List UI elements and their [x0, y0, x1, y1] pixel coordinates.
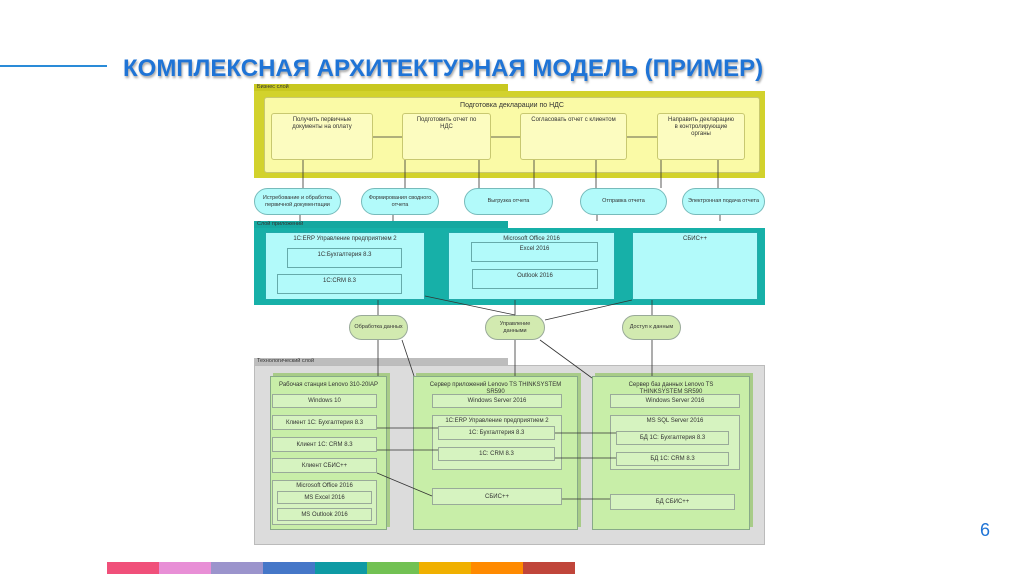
artifact: СБИС++ [432, 488, 562, 505]
slide-title: КОМПЛЕКСНАЯ АРХИТЕКТУРНАЯ МОДЕЛЬ (ПРИМЕР… [123, 55, 764, 82]
color-stripe [159, 562, 211, 574]
business-service: Выгрузка отчета [464, 188, 553, 215]
color-stripe [315, 562, 367, 574]
process-step: Согласовать отчет с клиентом [520, 113, 627, 160]
system-software: Windows Server 2016 [610, 394, 740, 408]
app-subcomponent: 1С:Бухгалтерия 8.3 [287, 248, 402, 268]
color-stripe [211, 562, 263, 574]
system-software: Windows 10 [272, 394, 377, 408]
erp-artifact: 1С:ERP Управление предприятием 2 [432, 415, 562, 470]
business-service: Отправка отчета [580, 188, 667, 215]
application-service: Обработка данных [349, 315, 408, 340]
process-step: Подготовить отчет по НДС [402, 113, 491, 160]
color-stripe [367, 562, 419, 574]
node-title: Рабочая станция Lenovo 310-20IAP [279, 382, 378, 388]
application-service: Доступ к данным [622, 315, 681, 340]
artifact: БД 1С: Бухгалтерия 8.3 [616, 431, 729, 445]
application-service: Управление данными [485, 315, 545, 340]
component-title: Microsoft Office 2016 [503, 236, 560, 242]
business-layer-label: Бизнес слой [254, 84, 508, 92]
artifact: 1С: Бухгалтерия 8.3 [438, 426, 555, 440]
component-title: СБИС++ [683, 236, 707, 242]
business-service: Электронная подача отчета [682, 188, 765, 215]
business-service: Формирования сводного отчета [361, 188, 439, 215]
page-number: 6 [980, 520, 991, 540]
process-title: Подготовка декларации по НДС [460, 102, 564, 109]
title-accent-line [0, 65, 107, 67]
node-title: Сервер приложений Lenovo TS THINKSYSTEM … [429, 382, 562, 395]
artifact: БД 1С: CRM 8.3 [616, 452, 729, 466]
color-stripe [471, 562, 523, 574]
color-stripe [263, 562, 315, 574]
business-service: Истребование и обработка первичной докум… [254, 188, 341, 215]
app-subcomponent: 1С:CRM 8.3 [277, 274, 402, 294]
artifact-title: Microsoft Office 2016 [296, 483, 353, 489]
artifact: Клиент 1С: Бухгалтерия 8.3 [272, 415, 377, 430]
system-software: Windows Server 2016 [432, 394, 562, 408]
component-title: 1С:ERP Управление предприятием 2 [293, 236, 397, 242]
artifact: MS Excel 2016 [277, 491, 372, 504]
artifact: БД СБИС++ [610, 494, 735, 510]
process-step: Направить декларацию в контролирующие ор… [657, 113, 745, 160]
app-subcomponent: Excel 2016 [471, 242, 598, 262]
artifact-title: 1С:ERP Управление предприятием 2 [445, 418, 549, 424]
process-step: Получить первичные документы на оплату [271, 113, 373, 160]
artifact-title: MS SQL Server 2016 [646, 418, 704, 424]
artifact: 1С: CRM 8.3 [438, 447, 555, 461]
color-stripe [107, 562, 159, 574]
app-component-sbis: СБИС++ [632, 232, 758, 300]
application-layer-label: Слой приложений [254, 221, 508, 229]
artifact: MS Outlook 2016 [277, 508, 372, 521]
artifact: Клиент 1С: CRM 8.3 [272, 437, 377, 452]
color-stripe [523, 562, 575, 574]
app-subcomponent: Outlook 2016 [472, 269, 598, 289]
node-title: Сервер баз данных Lenovo TS THINKSYSTEM … [628, 382, 714, 395]
artifact: Клиент СБИС++ [272, 458, 377, 473]
color-stripe [419, 562, 471, 574]
